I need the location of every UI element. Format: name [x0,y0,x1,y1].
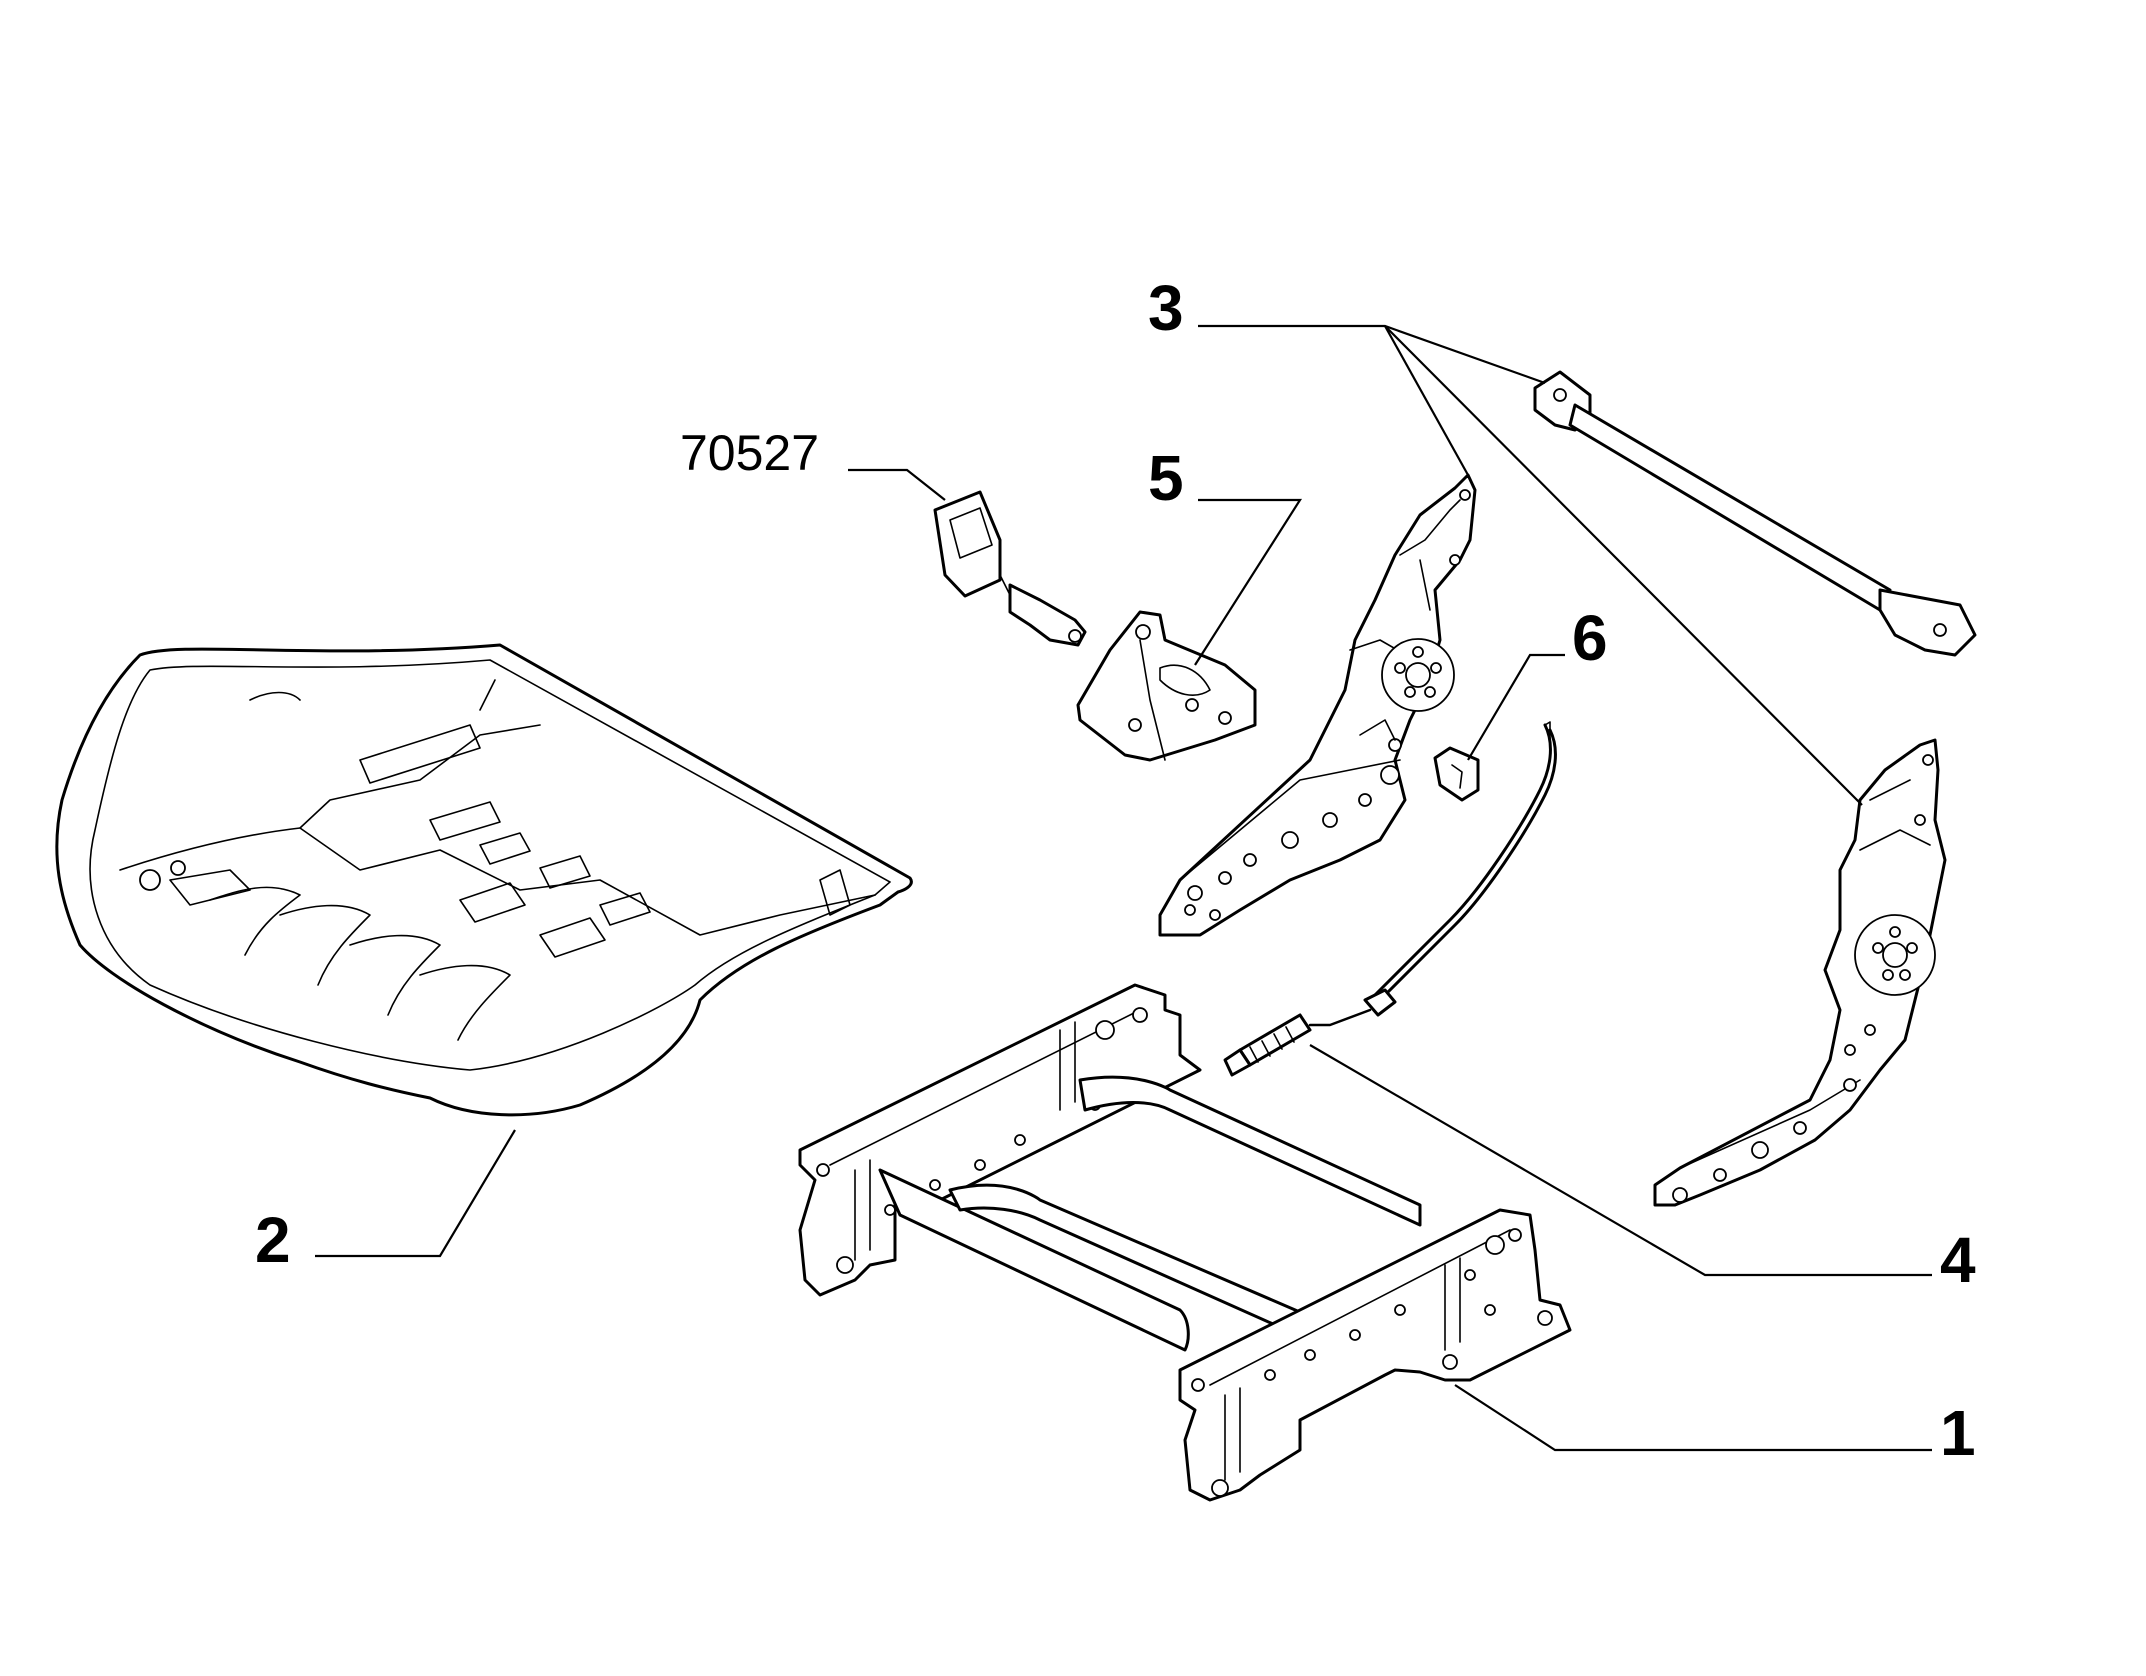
part-seat-cushion [55,643,913,1117]
part-clip [1433,746,1480,802]
leader-3-bar [1198,324,1546,385]
leader-1 [1454,1384,1932,1452]
part-side-frame-left [1158,473,1477,937]
leader-6 [1467,653,1565,761]
part-side-frame-right [1653,738,1947,1207]
part-seat-belt-buckle [933,490,1087,647]
callout-1: 1 [1940,1397,1976,1469]
callout-4: 4 [1940,1224,1976,1296]
callout-2: 2 [255,1204,291,1276]
leader-2 [315,1129,516,1258]
part-cross-bar [1533,370,1977,657]
leader-3-frame-right [1384,325,1863,806]
callout-3: 3 [1148,272,1184,344]
callout-70527: 70527 [680,425,819,481]
callout-6: 6 [1572,602,1608,674]
callout-5: 5 [1148,442,1184,514]
part-cable [1223,721,1557,1077]
leader-3-frame-left [1384,325,1469,476]
leader-70527 [848,468,946,501]
part-base-frame [798,983,1572,1502]
leader-5 [1194,498,1303,666]
callout-labels: 3 5 70527 6 2 4 1 [255,272,1976,1469]
part-bracket [1076,610,1257,762]
leader-4 [1309,1044,1932,1277]
leader-lines [315,324,1932,1452]
